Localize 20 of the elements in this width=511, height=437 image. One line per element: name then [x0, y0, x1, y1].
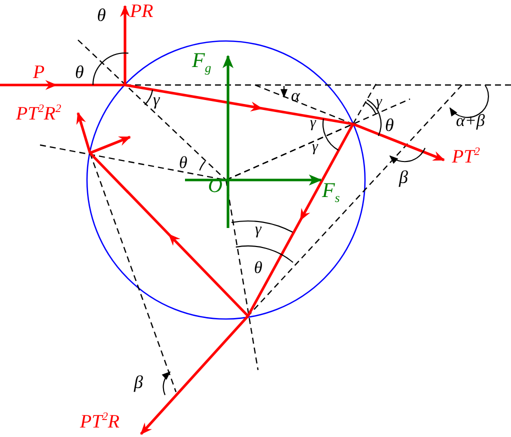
- angle-label: θ: [385, 116, 394, 134]
- ray-label: PT$^{2}$: [452, 147, 480, 166]
- force-label: F$_{s}$: [322, 180, 340, 205]
- ray-label: PT$^{2}$R: [80, 412, 120, 432]
- force-label: F$_{g}$: [192, 50, 212, 75]
- ray-label: P: [33, 63, 45, 82]
- angle-label: γ: [153, 91, 160, 108]
- ray-label: PR: [130, 2, 154, 21]
- angle-label: γ: [312, 140, 318, 155]
- angle-label: θ: [75, 63, 84, 81]
- ray-label: PT$^{2}$R$^{2}$: [16, 104, 62, 124]
- angle-label: α+β: [456, 112, 485, 129]
- angle-label: θ: [97, 6, 106, 24]
- angle-label: θ: [254, 259, 262, 276]
- angle-label: β: [399, 168, 408, 186]
- angle-label: θ: [179, 154, 188, 171]
- angle-label: γ: [255, 222, 262, 238]
- angle-label: γ: [310, 116, 316, 131]
- angle-label: γ: [376, 95, 382, 110]
- angle-label: β: [134, 373, 143, 391]
